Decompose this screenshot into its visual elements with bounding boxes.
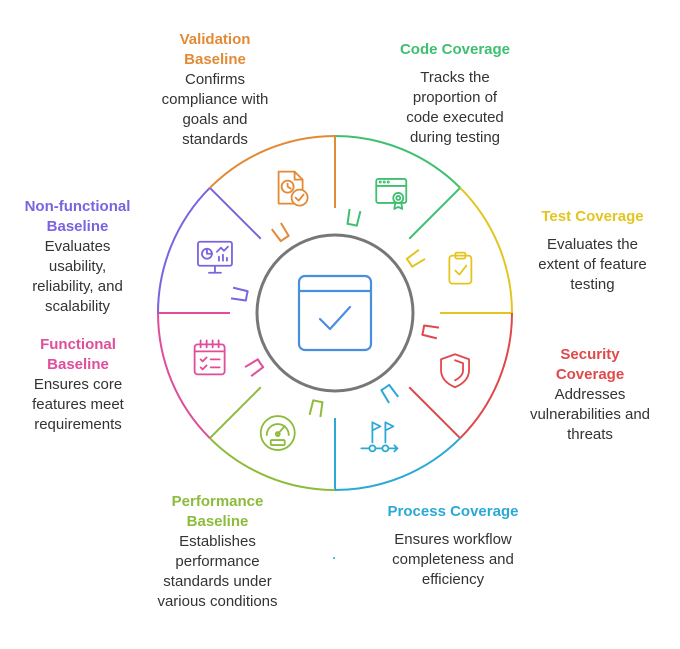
segment-functional <box>157 312 265 439</box>
segment-validation <box>209 135 336 243</box>
segment-tab-code <box>346 208 362 227</box>
code-coverage-description: Tracks the proportion of code executed d… <box>406 69 504 146</box>
segment-test <box>405 187 513 314</box>
test-coverage-description: Evaluates the extent of feature testing <box>538 236 647 293</box>
segment-arc-code <box>334 135 461 189</box>
segment-divider-code <box>408 187 461 240</box>
speedometer-icon <box>259 415 296 451</box>
segment-divider-performance <box>209 386 262 439</box>
label-process-coverage: Process Coverage Ensures workflow comple… <box>378 502 528 590</box>
calendar-checklist-icon <box>193 339 226 376</box>
functional-baseline-title: Functional Baseline <box>40 336 116 373</box>
validation-baseline-description: Confirms compliance with goals and stand… <box>161 71 269 148</box>
segment-tab-functional <box>244 358 265 377</box>
process-coverage-title: Process Coverage <box>387 503 519 520</box>
segment-nonfunctional <box>157 187 262 314</box>
segment-divider-security <box>408 386 461 439</box>
label-nonfunctional-baseline: Non-functional Baseline Evaluates usabil… <box>15 197 140 317</box>
label-performance-baseline: Performance Baseline Establishes perform… <box>145 492 290 612</box>
segment-tab-nonfunctional <box>230 286 249 302</box>
segment-arc-functional <box>157 312 211 439</box>
segment-tab-process <box>380 383 399 404</box>
security-coverage-description: Addresses vulnerabilities and threats <box>529 386 651 443</box>
stray-dot <box>333 557 335 559</box>
label-test-coverage: Test Coverage Evaluates the extent of fe… <box>525 207 660 295</box>
checklist-window-icon <box>297 274 373 352</box>
segment-arc-performance <box>209 437 336 491</box>
code-certificate-icon <box>375 178 408 210</box>
center-ring <box>255 233 415 393</box>
shield-icon <box>440 353 470 389</box>
process-coverage-description: Ensures workflow completeness and effici… <box>392 531 514 588</box>
clipboard-check-icon <box>448 251 473 285</box>
security-coverage-title: Security Coverage <box>555 346 625 383</box>
nonfunctional-baseline-title: Non-functional Baseline <box>24 198 131 235</box>
segment-performance <box>209 386 336 491</box>
segment-code <box>334 135 461 240</box>
segment-arc-process <box>334 437 461 491</box>
segment-arc-test <box>459 187 513 314</box>
segment-divider-nonfunctional <box>209 187 262 240</box>
segment-tab-validation <box>271 222 290 243</box>
segment-arc-nonfunctional <box>157 187 211 314</box>
test-coverage-title: Test Coverage <box>541 208 644 225</box>
flags-workflow-icon <box>360 421 399 453</box>
functional-baseline-description: Ensures core features meet requirements <box>32 376 124 433</box>
validation-baseline-title: Validation Baseline <box>179 31 251 68</box>
segment-arc-validation <box>209 135 336 189</box>
segment-tab-security <box>421 324 440 340</box>
segment-security <box>408 312 513 439</box>
label-code-coverage: Code Coverage Tracks the proportion of c… <box>385 40 525 148</box>
nonfunctional-baseline-description: Evaluates usability, reliability, and sc… <box>32 238 123 315</box>
performance-baseline-title: Performance Baseline <box>171 493 264 530</box>
performance-baseline-description: Establishes performance standards under … <box>157 533 278 610</box>
monitor-chart-icon <box>197 240 233 274</box>
segment-arc-security <box>459 312 513 439</box>
document-clock-icon <box>277 170 309 207</box>
code-coverage-title: Code Coverage <box>399 41 511 58</box>
segment-tab-test <box>405 249 426 268</box>
segment-tab-performance <box>308 399 324 418</box>
label-functional-baseline: Functional Baseline Ensures core feature… <box>18 335 138 435</box>
label-security-coverage: Security Coverage Addresses vulnerabilit… <box>515 345 665 445</box>
segment-process <box>334 383 461 491</box>
label-validation-baseline: Validation Baseline Confirms compliance … <box>150 30 280 150</box>
